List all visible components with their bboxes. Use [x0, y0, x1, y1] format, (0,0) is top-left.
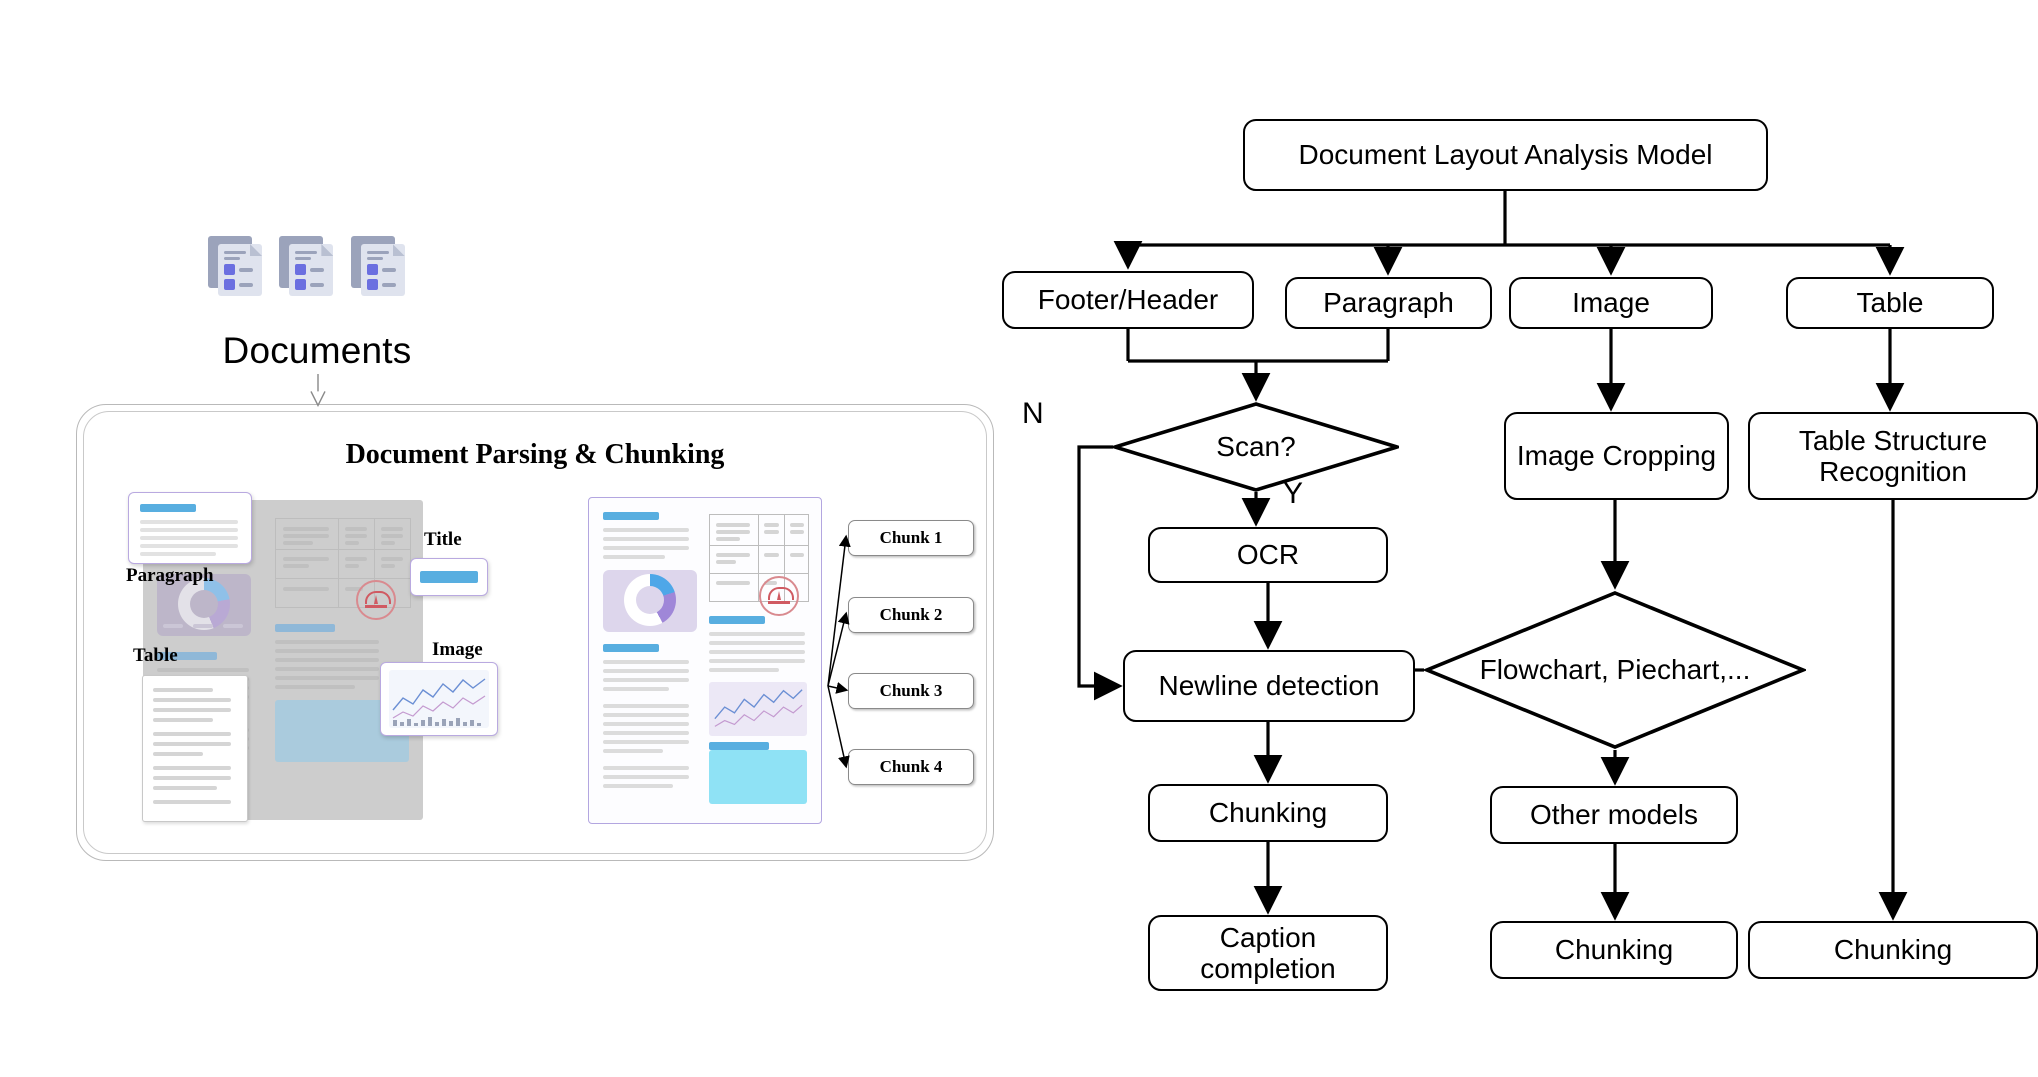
panel-inner-border: [83, 411, 987, 854]
donut-chart-mock: [157, 574, 251, 636]
annotation-image: Image: [432, 639, 483, 660]
node-chunking-left: Chunking: [1148, 784, 1388, 842]
paragraph-callout-card: [128, 492, 252, 564]
decision-flowchart-piechart-label: Flowchart, Piechart,...: [1479, 654, 1751, 686]
node-ocr: OCR: [1148, 527, 1388, 583]
table-callout-card: [142, 675, 248, 822]
image-callout-card: [380, 662, 498, 736]
node-chunking-right: Chunking: [1748, 921, 2038, 979]
node-caption-completion: Caption completion: [1148, 915, 1388, 991]
node-table: Table: [1786, 277, 1994, 329]
annotation-table: Table: [133, 645, 178, 666]
edge-label-no: N: [1022, 397, 1044, 430]
document-icon: [350, 236, 408, 296]
title-callout-card: [410, 558, 488, 596]
node-chunking-mid: Chunking: [1490, 921, 1738, 979]
node-footer-header: Footer/Header: [1002, 271, 1254, 329]
node-paragraph: Paragraph: [1285, 277, 1492, 329]
node-other-models: Other models: [1490, 786, 1738, 844]
edge-label-yes: Y: [1283, 477, 1304, 510]
node-root: Document Layout Analysis Model: [1243, 119, 1768, 191]
parsed-document-mock: [588, 497, 822, 824]
documents-label: Documents: [222, 330, 412, 371]
chunk-box: Chunk 3: [848, 673, 974, 709]
annotation-title: Title: [424, 529, 462, 550]
node-image: Image: [1509, 277, 1713, 329]
panel-title: Document Parsing & Chunking: [345, 439, 725, 470]
documents-icon-group: [208, 236, 408, 296]
approval-stamp-icon: [356, 580, 396, 620]
chunk-box: Chunk 4: [848, 749, 974, 785]
decision-scan-label: Scan?: [1216, 431, 1296, 463]
chunk-box: Chunk 2: [848, 597, 974, 633]
node-image-cropping: Image Cropping: [1504, 412, 1729, 500]
chunk-box: Chunk 1: [848, 520, 974, 556]
document-icon: [208, 236, 265, 296]
decision-scan: Scan?: [1113, 402, 1399, 492]
line-chart-mock: [392, 678, 486, 726]
approval-stamp-icon: [759, 576, 799, 616]
table-mock: [275, 518, 411, 608]
node-newline-detection: Newline detection: [1123, 650, 1415, 722]
decision-flowchart-piechart: Flowchart, Piechart,...: [1424, 590, 1806, 750]
document-icon: [279, 236, 336, 296]
annotation-paragraph: Paragraph: [126, 565, 214, 586]
node-table-structure-recognition: Table Structure Recognition: [1748, 412, 2038, 500]
